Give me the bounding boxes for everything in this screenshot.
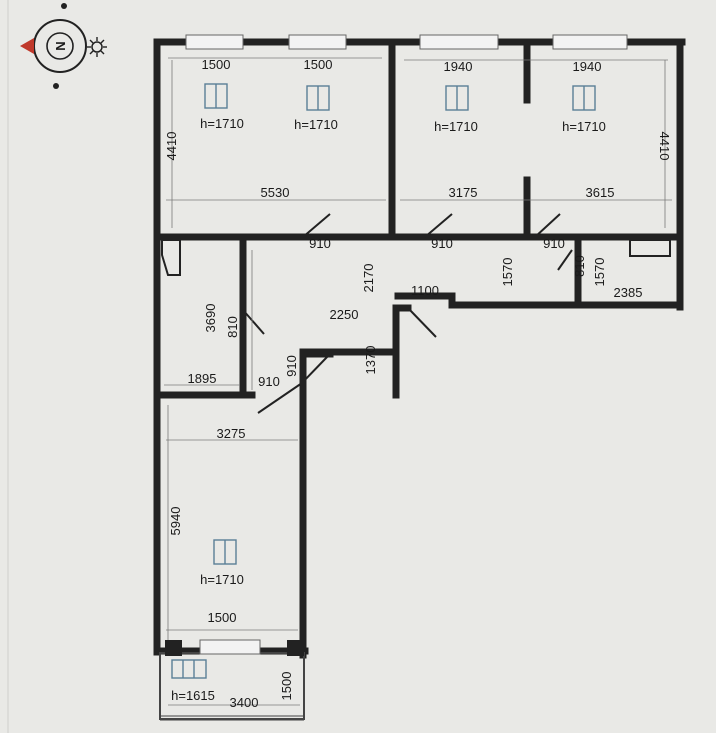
doors [242, 213, 573, 414]
dim-label: 3615 [586, 185, 615, 200]
dim-label: 1500 [208, 610, 237, 625]
dim-label: 1570 [500, 258, 515, 287]
window-icons [171, 83, 596, 679]
dim-label: 1940 [573, 59, 602, 74]
labels: 1500 1500 1940 1940 h=1710 h=1710 h=1710… [164, 57, 672, 710]
dim-label: 1500 [202, 57, 231, 72]
dim-label: 4410 [657, 132, 672, 161]
window-icon [204, 83, 228, 109]
dim-label: 5940 [168, 507, 183, 536]
dim-label: 810 [572, 255, 587, 277]
door-leaf [299, 355, 329, 386]
dim-label: 1570 [592, 258, 607, 287]
dim-label: 1895 [188, 371, 217, 386]
dim-label: 3690 [203, 304, 218, 333]
dim-label: 3275 [217, 426, 246, 441]
door-leaf [257, 382, 303, 414]
window-icon [213, 539, 237, 565]
window-icon [171, 659, 207, 679]
dim-label: 910 [431, 236, 453, 251]
window-height-label: h=1615 [171, 688, 215, 703]
door-leaf [557, 249, 573, 271]
window-opening [185, 34, 244, 50]
dim-label: 3400 [230, 695, 259, 710]
dim-label: 1100 [411, 283, 439, 298]
vent-shaft [161, 239, 181, 276]
window-opening [552, 34, 628, 50]
compass-dot-icon [61, 3, 67, 9]
door-leaf [242, 309, 265, 335]
dim-label: 2250 [330, 307, 359, 322]
loggia-door-window [199, 639, 261, 655]
dim-label: 910 [284, 355, 299, 377]
dimension-lines [164, 57, 672, 706]
wc-shaft [629, 239, 671, 257]
dim-label: 810 [225, 316, 240, 338]
compass-dot-icon [53, 83, 59, 89]
dim-label: 1500 [304, 57, 333, 72]
window-height-label: h=1710 [200, 116, 244, 131]
dim-label: 2170 [361, 264, 376, 293]
window-height-label: h=1710 [434, 119, 478, 134]
door-leaf [302, 213, 331, 238]
sun-icon [87, 37, 107, 57]
window-icon [572, 85, 596, 111]
window-icon [306, 85, 330, 111]
top-windows [185, 34, 628, 50]
wall-column [165, 640, 182, 656]
dim-label: 1940 [444, 59, 473, 74]
window-icon [445, 85, 469, 111]
compass-north-label: N [53, 41, 68, 50]
dim-label: 2385 [614, 285, 643, 300]
window-opening [419, 34, 499, 50]
dim-label: 910 [543, 236, 565, 251]
dim-label: 910 [258, 374, 280, 389]
window-height-label: h=1710 [200, 572, 244, 587]
wall-column [287, 640, 304, 656]
dim-label: 5530 [261, 185, 290, 200]
dim-label: 1370 [363, 346, 378, 375]
window-height-label: h=1710 [294, 117, 338, 132]
door-leaf [407, 307, 437, 338]
window-height-label: h=1710 [562, 119, 606, 134]
compass-arrow-icon [20, 38, 34, 54]
compass-inner [46, 32, 74, 60]
dim-label: 1500 [279, 672, 294, 701]
door-leaf [534, 213, 561, 238]
loggia [159, 639, 305, 721]
dim-label: 3175 [449, 185, 478, 200]
compass: N [20, 3, 107, 89]
window-opening [288, 34, 347, 50]
dim-label: 4410 [164, 132, 179, 161]
dim-label: 910 [309, 236, 331, 251]
door-leaf [424, 213, 453, 238]
